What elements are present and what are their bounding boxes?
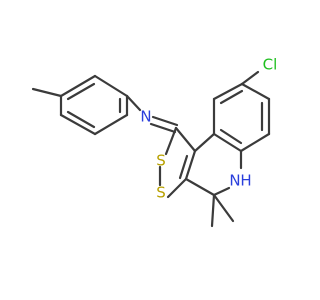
methyl-bond xyxy=(31,87,63,98)
chlorobenzene-ring xyxy=(212,70,271,153)
bond xyxy=(93,74,129,98)
chlorine-label: Cl xyxy=(263,56,278,74)
methyl-bond xyxy=(212,193,235,223)
bond-double-inner xyxy=(178,154,189,180)
bond xyxy=(193,132,216,153)
dithiole-ring xyxy=(158,126,197,199)
bond-double-inner xyxy=(66,82,96,101)
bond xyxy=(166,177,188,199)
imine-double-bond xyxy=(151,115,179,127)
bond xyxy=(212,186,231,197)
amine-hydrogen-label: H xyxy=(240,172,251,190)
dihydroquinoline-ring xyxy=(184,132,243,228)
bond xyxy=(212,82,244,101)
bond xyxy=(212,132,243,153)
bond xyxy=(174,126,197,153)
bond xyxy=(164,126,178,156)
bond-double-inner xyxy=(219,89,244,105)
sulfur-lower-label: S xyxy=(156,184,166,202)
imine-double-bond xyxy=(149,122,177,134)
sulfur-upper-label: S xyxy=(156,152,166,170)
bond xyxy=(184,149,197,181)
bond xyxy=(239,132,271,153)
molecule-canvas: Cl N S S N H xyxy=(31,55,278,228)
bond xyxy=(59,74,97,98)
methyl-bond xyxy=(210,193,216,228)
bond-double-inner xyxy=(219,128,243,145)
tolyl-ring xyxy=(31,74,129,136)
bond xyxy=(59,113,97,136)
structure-drawing: Cl N S S N H xyxy=(31,56,278,228)
bond xyxy=(125,94,142,112)
bond-double-inner xyxy=(66,110,96,129)
imine-nitrogen-label: N xyxy=(140,108,151,126)
bond xyxy=(184,177,216,197)
bond xyxy=(93,113,129,136)
bond xyxy=(240,82,271,101)
chloro-bond xyxy=(240,70,260,86)
amine-nitrogen-label: N xyxy=(229,172,240,190)
